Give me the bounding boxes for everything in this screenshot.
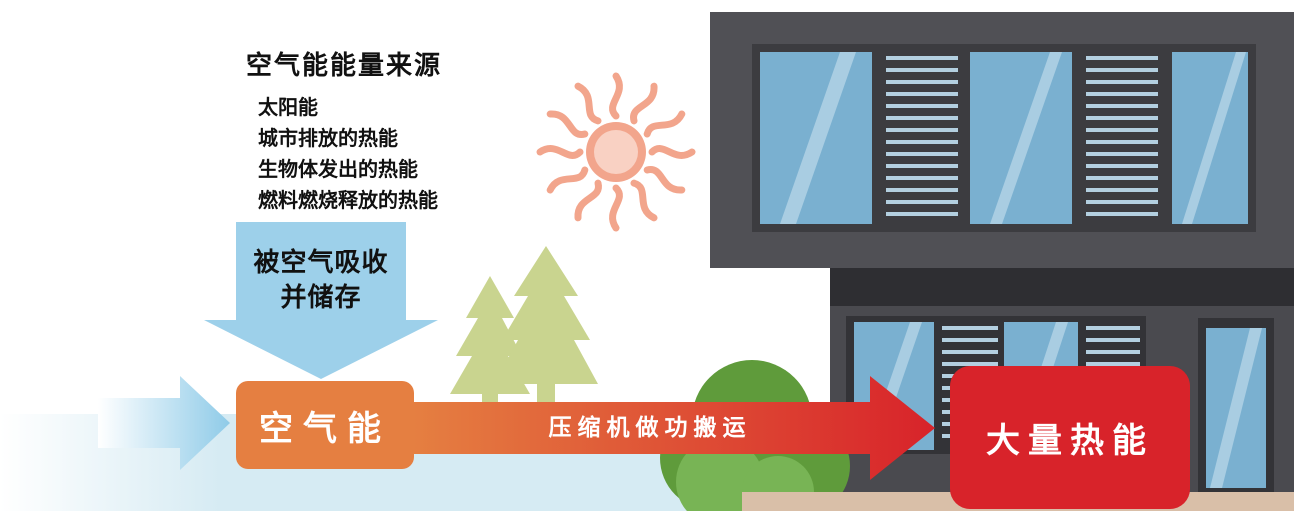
source-item: 城市排放的热能: [258, 126, 398, 150]
source-item: 生物体发出的热能: [258, 157, 418, 181]
absorb-label-line1: 被空气吸收: [253, 248, 389, 278]
absorb-label: 被空气吸收 并储存: [236, 246, 406, 316]
building-upper-blinds: [882, 52, 1162, 224]
absorb-arrow-icon: [204, 222, 438, 379]
heat-energy-box: 大量热能: [950, 366, 1190, 509]
source-item: 太阳能: [258, 95, 318, 119]
sun-icon: [536, 72, 696, 232]
energy-source-heading: 空气能能量来源: [246, 51, 443, 81]
inflow-arrow-icon: [98, 376, 230, 470]
absorb-label-line2: 并储存: [280, 283, 362, 313]
air-energy-box: 空气能: [236, 381, 414, 469]
source-item: 燃料燃烧释放的热能: [258, 188, 438, 212]
transfer-arrow-icon: [414, 376, 935, 480]
building-upper-windows: [760, 52, 1248, 224]
building-upper: [710, 12, 1294, 268]
compressor-label: 压缩机做功搬运: [548, 415, 752, 441]
energy-source-list: 太阳能 城市排放的热能 生物体发出的热能 燃料燃烧释放的热能: [258, 92, 438, 216]
